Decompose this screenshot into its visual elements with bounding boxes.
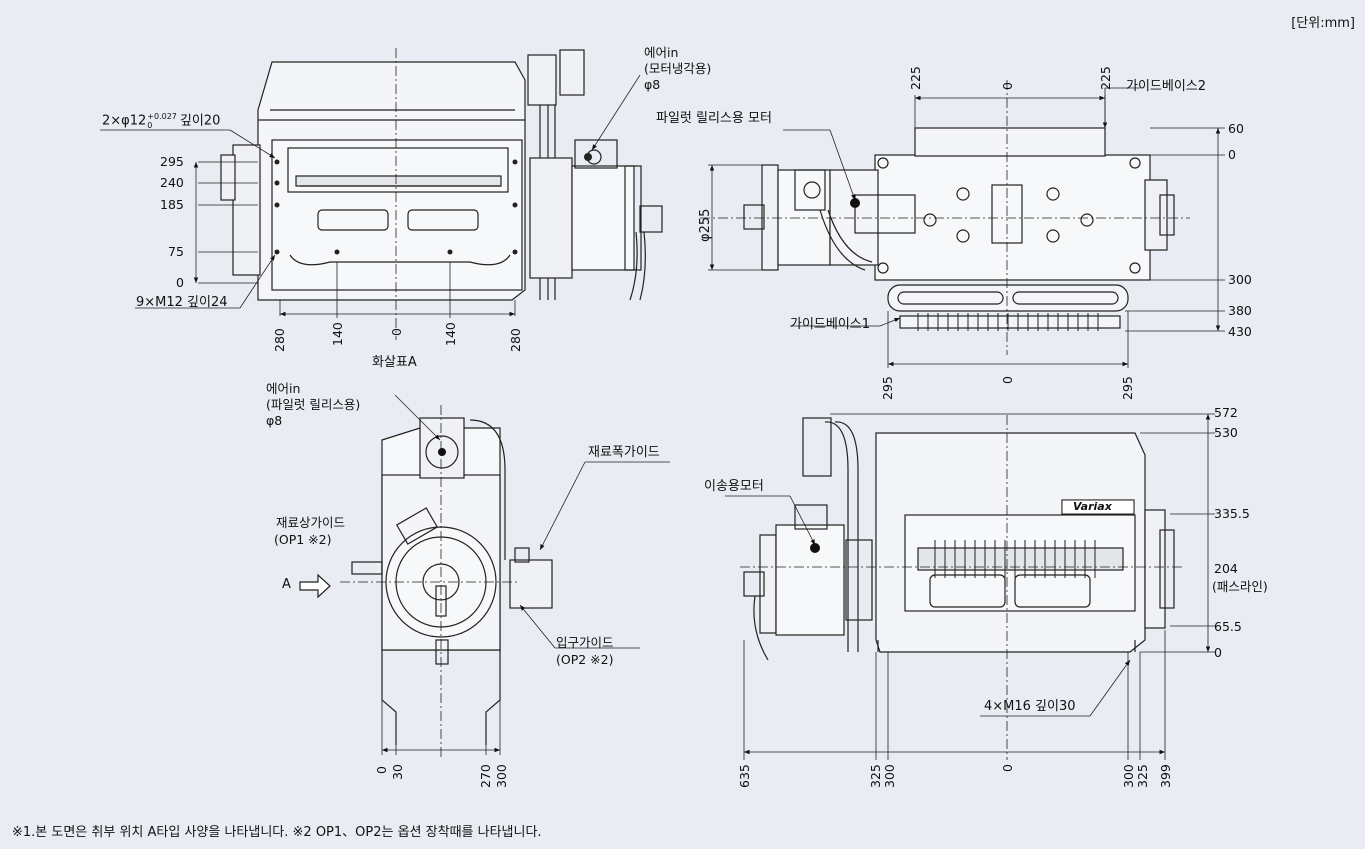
rear-view-dims [725,413,1215,760]
top-view-rollers [917,313,1099,331]
rear-dim-635: 635 [737,764,752,788]
side-dim-30: 30 [390,764,405,780]
unit-label: [단위:mm] [1291,16,1355,31]
front-air-in-size: φ8 [644,77,661,92]
side-entry-guide: 입구가이드 [556,635,614,650]
top-dim-430: 430 [1228,324,1252,339]
top-dim-300: 300 [1228,272,1252,287]
top-bottom-dim-295-left: 295 [880,376,895,400]
side-entry-guide-opt: (OP2 ※2) [556,652,614,667]
top-guide-base-1: 가이드베이스1 [790,317,871,332]
side-air-in-purpose: (파일럿 릴리스용) [266,397,361,412]
rear-dim-300-left: 300 [882,764,897,788]
side-dim-0: 0 [374,766,389,774]
side-view [299,417,553,745]
top-guide-base-2: 가이드베이스2 [1126,79,1207,94]
rear-brand: Variax [1073,500,1112,513]
top-view-dims [700,80,1225,368]
front-hole-spec-bottom: 9×M12 깊이24 [136,295,228,310]
front-bottom-dim-0: 0 [389,328,404,336]
front-air-in-purpose: (모터냉각용) [644,61,712,76]
side-dim-270: 270 [478,764,493,788]
side-width-guide: 재료폭가이드 [588,445,660,460]
side-view-dot [438,448,446,456]
side-upper-guide-opt: (OP1 ※2) [274,532,332,547]
front-dim-75: 75 [168,244,184,259]
front-dim-185: 185 [160,197,184,212]
front-air-in-title: 에어in [644,45,679,60]
rear-dim-530: 530 [1214,425,1238,440]
rear-hole-spec: 4×M16 깊이30 [984,699,1076,714]
rear-dim-335-5: 335.5 [1214,506,1250,521]
top-bottom-dim-295-right: 295 [1120,376,1135,400]
rear-dim-399: 399 [1158,764,1173,788]
side-air-in-title: 에어in [266,381,301,396]
rear-view [743,417,1175,661]
rear-view-motor-dot [810,543,820,553]
front-view [220,49,663,301]
front-dim-0: 0 [176,275,184,290]
brand-plate [1061,499,1135,515]
side-air-in-size: φ8 [266,413,283,428]
rear-dim-325-left: 325 [868,764,883,788]
rear-dim-300-right: 300 [1121,764,1136,788]
rear-transfer-motor: 이송용모터 [704,479,764,494]
top-dim-60: 60 [1228,121,1244,136]
rear-dim-325-right: 325 [1135,764,1150,788]
front-dim-295: 295 [160,154,184,169]
front-bottom-dim-280-right: 280 [508,328,523,352]
top-diameter: φ255 [698,208,713,242]
top-view-motor-dot [850,198,860,208]
front-view-dims [100,48,641,340]
top-motor-label: 파일럿 릴리스용 모터 [656,111,772,126]
side-view-dims [340,394,670,760]
rear-dim-204: 204 [1214,561,1238,576]
front-bottom-dim-140-right: 140 [443,322,458,346]
top-dim-0-top: 0 [1000,82,1015,90]
rear-view-rollers [934,540,1096,578]
top-dim-225-left: 225 [908,66,923,90]
footnote: ※1.본 도면은 취부 위치 A타입 사양을 나타냅니다. ※2 OP1、OP2… [12,825,542,840]
top-dim-225-right: 225 [1098,66,1113,90]
side-upper-guide: 재료상가이드 [276,515,346,530]
rear-dim-65-5: 65.5 [1214,619,1242,634]
top-dim-380: 380 [1228,303,1252,318]
rear-dim-0-bottom: 0 [1000,764,1015,772]
side-arrow-a: A [282,577,291,592]
front-view-holes [274,153,592,255]
top-bottom-dim-0: 0 [1000,376,1015,384]
top-dim-0-right: 0 [1228,147,1236,162]
side-dim-300: 300 [494,764,509,788]
front-bottom-dim-280-left: 280 [272,328,287,352]
rear-dim-572: 572 [1214,405,1238,420]
rear-dim-0: 0 [1214,645,1222,660]
top-view [743,127,1175,329]
front-dim-240: 240 [160,175,184,190]
front-bottom-dim-140-left: 140 [330,322,345,346]
rear-passline: (패스라인) [1212,579,1268,594]
front-arrow-caption: 화살표A [372,355,417,370]
